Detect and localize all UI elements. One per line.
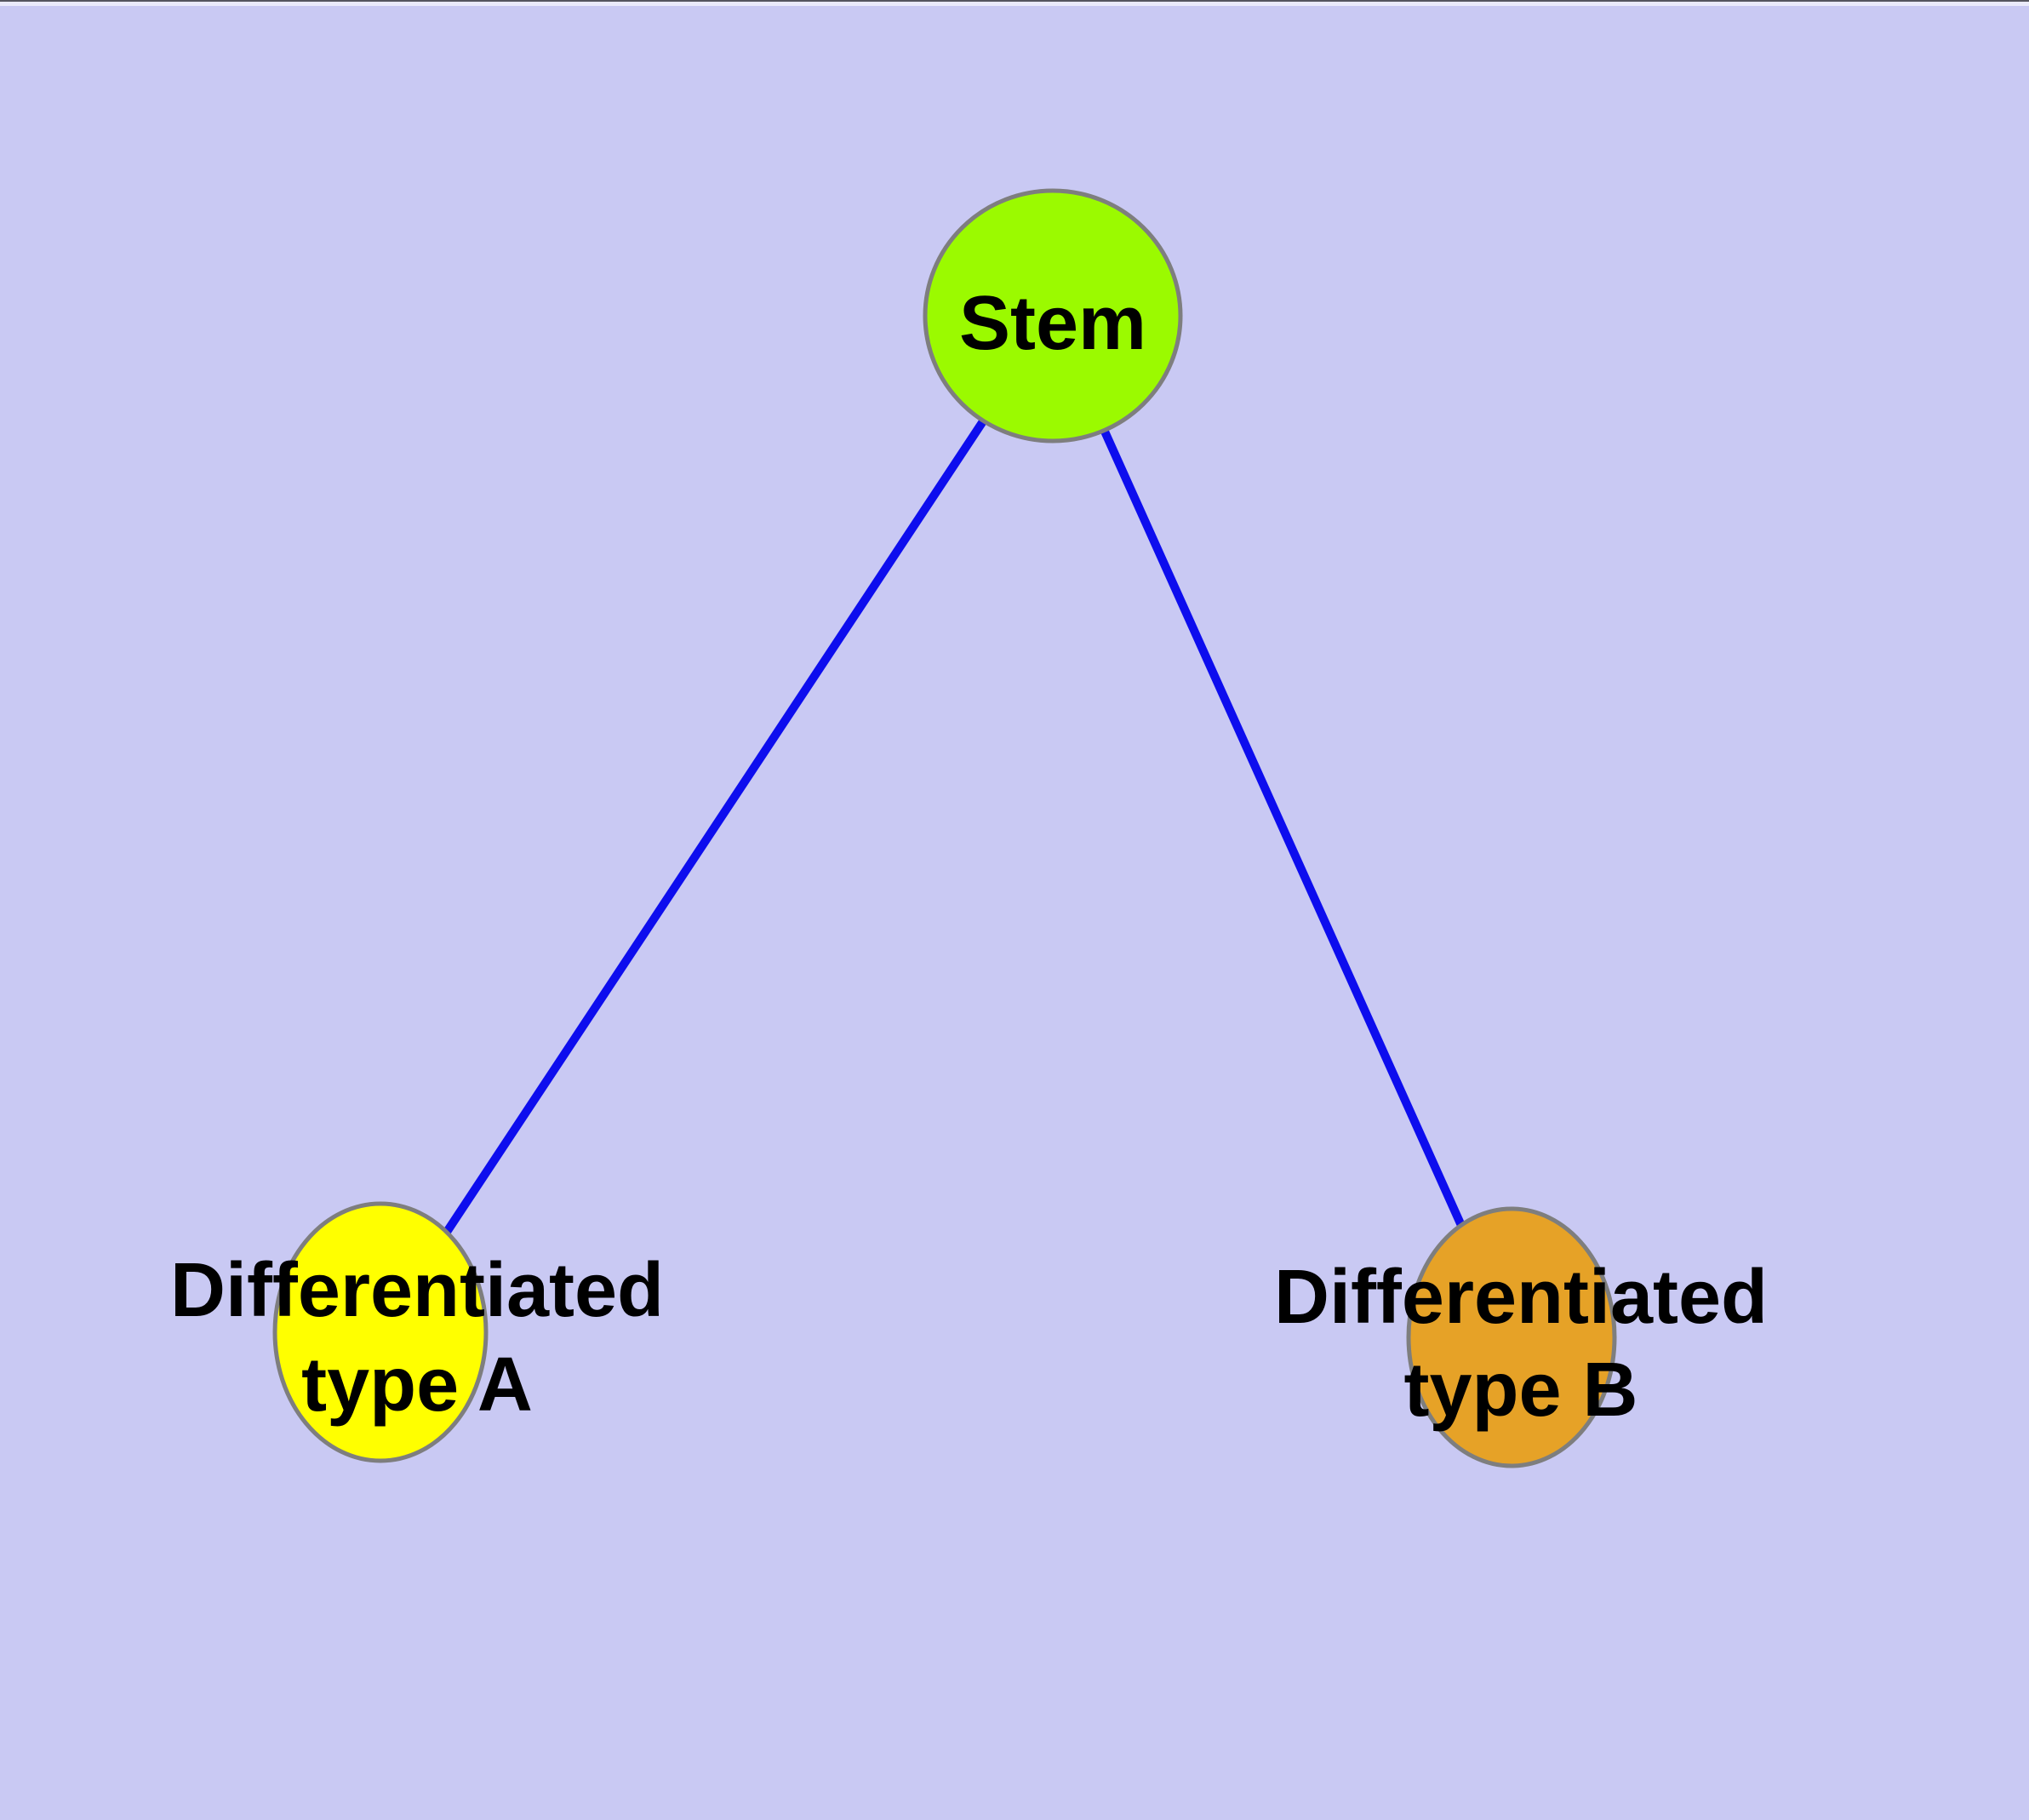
type-a-node: [272, 1201, 489, 1463]
top-edge-highlight: [0, 2, 2029, 6]
edge-stem-to-type-a: [376, 312, 1057, 1336]
top-edge-line: [0, 0, 2029, 2]
stem-node-label: Stem: [959, 281, 1146, 366]
type-a-node-label-line1: Differentiated: [170, 1248, 664, 1333]
type-b-node: [1406, 1206, 1617, 1468]
type-a-node-label-line2: type A: [301, 1342, 533, 1428]
type-b-node-label-line1: Differentiated: [1274, 1255, 1768, 1340]
stem-node: [923, 188, 1183, 444]
type-b-node-label-line2: type B: [1403, 1348, 1637, 1433]
edge-stem-to-type-b: [1049, 312, 1516, 1342]
